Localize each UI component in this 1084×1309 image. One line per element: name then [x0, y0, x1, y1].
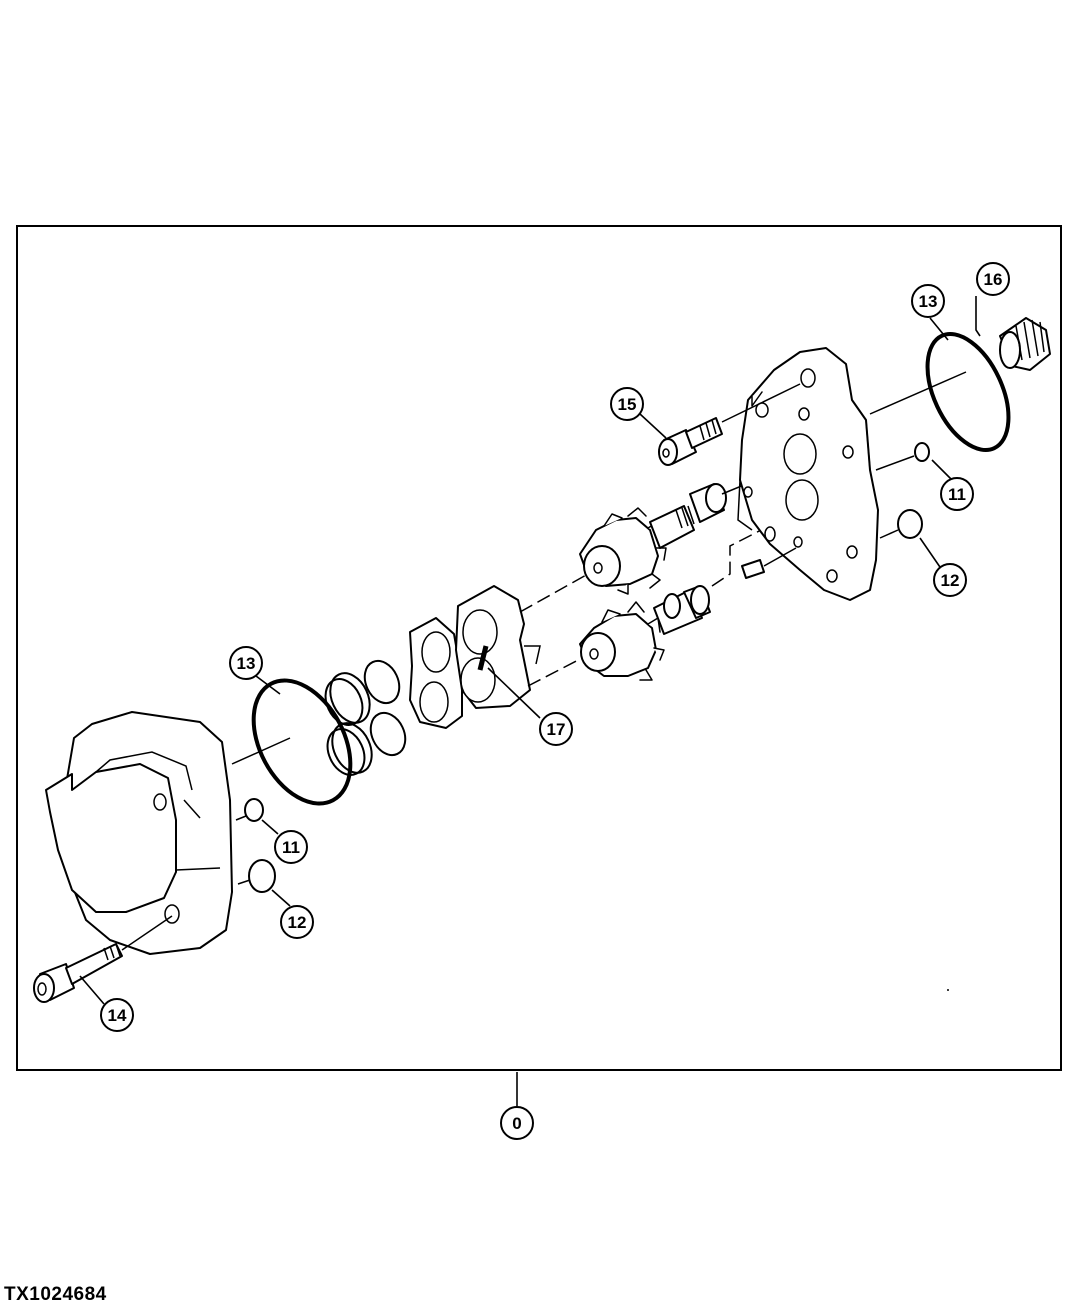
- callout-13-rear-label: 13: [237, 654, 256, 673]
- bearing-block: [455, 585, 541, 709]
- o-ring-medium-rear: [248, 859, 276, 893]
- callout-12-rear-label: 12: [288, 913, 307, 932]
- callout-11-front[interactable]: 11: [940, 477, 974, 511]
- callout-12-front[interactable]: 12: [933, 563, 967, 597]
- backup-rings: [324, 659, 407, 776]
- callout-17-label: 17: [547, 720, 566, 739]
- callout-17[interactable]: 17: [539, 712, 573, 746]
- seal-ring-front: [925, 332, 1011, 452]
- o-ring-small-rear: [244, 798, 264, 822]
- cap-screw-long: [33, 915, 173, 1003]
- callout-leaders: [79, 296, 981, 1106]
- callout-13-rear[interactable]: 13: [229, 646, 263, 680]
- callout-16-label: 16: [984, 270, 1003, 289]
- figure-id: TX1024684: [4, 1284, 107, 1305]
- needle-bearing: [999, 317, 1051, 371]
- assembly-axis-line: [231, 737, 291, 765]
- stray-dot: [947, 989, 949, 991]
- callout-14-label: 14: [108, 1006, 127, 1025]
- rear-housing: [45, 711, 233, 955]
- callout-11-rear[interactable]: 11: [274, 830, 308, 864]
- callout-0-label: 0: [512, 1114, 521, 1133]
- wear-plate: [409, 617, 463, 729]
- callout-16[interactable]: 16: [976, 262, 1010, 296]
- cap-screw-short: [658, 383, 801, 466]
- front-assembly-axis: [869, 371, 967, 415]
- callout-15-label: 15: [618, 395, 637, 414]
- drive-gear-axis: [519, 573, 589, 613]
- callout-12-front-label: 12: [941, 571, 960, 590]
- callout-12-rear[interactable]: 12: [280, 905, 314, 939]
- callout-13-front[interactable]: 13: [911, 284, 945, 318]
- callout-15[interactable]: 15: [610, 387, 644, 421]
- callout-14[interactable]: 14: [100, 998, 134, 1032]
- figure-frame: [16, 225, 1062, 1071]
- drive-gear: [579, 483, 727, 595]
- o-ring-medium-front: [897, 509, 923, 539]
- idler-gear-axis: [527, 655, 587, 687]
- callout-11-front-label: 11: [948, 485, 966, 504]
- idler-gear: [579, 585, 711, 681]
- callout-13-front-label: 13: [919, 292, 938, 311]
- callout-11-rear-label: 11: [282, 838, 300, 857]
- seal-ring-rear: [251, 678, 353, 806]
- front-housing: [737, 347, 879, 601]
- o-ring-small-front: [914, 442, 930, 462]
- callout-0[interactable]: 0: [500, 1106, 534, 1140]
